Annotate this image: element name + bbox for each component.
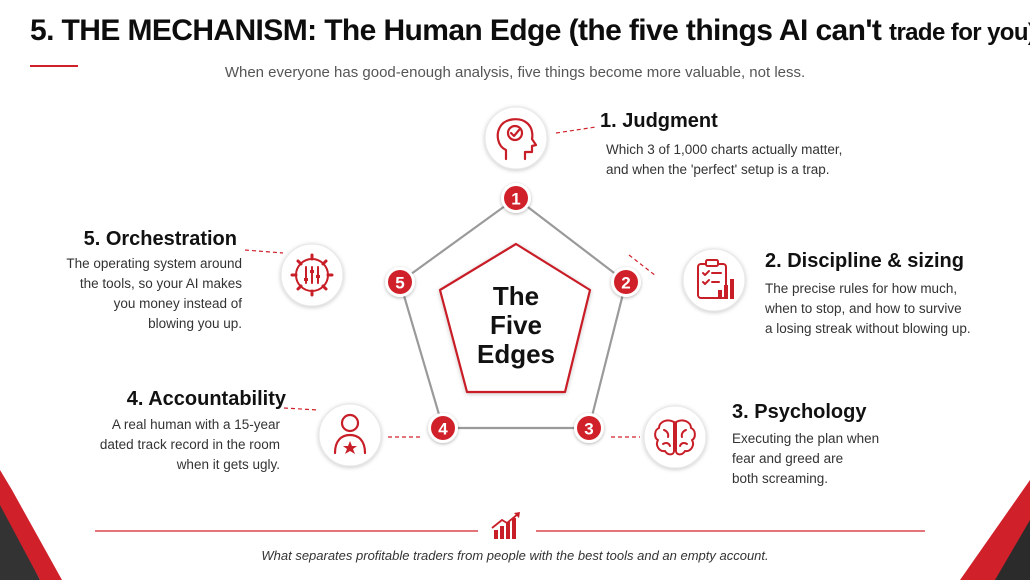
person-star-icon: [333, 413, 367, 455]
title-underline: [30, 65, 78, 67]
edge-4-icon-circle: [318, 403, 382, 467]
growth-chart-icon: [491, 512, 520, 539]
center-line-2: Five: [489, 310, 543, 340]
center-label: The Five Edges: [456, 282, 576, 369]
center-line-1: The: [492, 281, 540, 311]
edge-1-desc-line: Which 3 of 1,000 charts actually matter,: [606, 142, 843, 157]
edge-2-desc-line: The precise rules for how much,: [765, 281, 958, 296]
corner-decoration-right: [960, 480, 1030, 580]
edge-1-title: 1. Judgment: [600, 110, 718, 132]
edge-3-desc-line: Executing the plan when: [732, 431, 880, 446]
edge-2-desc-line: when to stop, and how to survive: [765, 301, 962, 316]
slider-knobs-icon: [304, 270, 320, 281]
footer-tagline: What separates profitable traders from p…: [261, 548, 769, 563]
badge-2: 2: [611, 267, 641, 297]
corner-decoration-left: [0, 470, 62, 580]
edge-2-description: The precise rules for how much, when to …: [765, 279, 971, 339]
brain-icon: [654, 419, 696, 456]
clipboard-chart-icon: [697, 259, 727, 299]
badge-1: 1: [501, 183, 531, 213]
inner-pentagon: [438, 242, 592, 394]
badge-4-number: 4: [438, 420, 448, 439]
badge-5-number: 5: [395, 274, 404, 293]
edge-2-title: 2. Discipline & sizing: [765, 250, 964, 272]
edge-4-desc-line: A real human with a 15-year: [111, 417, 280, 432]
edge-3-desc-line: fear and greed are: [732, 451, 844, 466]
edge-5-description: The operating system around the tools, s…: [20, 254, 242, 334]
edge-2-desc-line: a losing streak without blowing up.: [765, 321, 971, 336]
badge-3-number: 3: [584, 420, 593, 439]
edge-1-desc-line: and when the 'perfect' setup is a trap.: [606, 162, 830, 177]
badge-4: 4: [428, 413, 458, 443]
badge-3: 3: [574, 413, 604, 443]
center-line-3: Edges: [476, 339, 556, 369]
edge-3-title: 3. Psychology: [732, 401, 867, 423]
star-icon: [343, 441, 357, 454]
page-title-tail: trade for you): [889, 19, 1030, 46]
badge-1-number: 1: [511, 190, 520, 209]
edge-5-title: 5. Orchestration: [83, 228, 237, 250]
outer-pentagon: [398, 196, 628, 430]
edge-2-icon-circle: [682, 248, 746, 312]
edge-5-desc-line: you money instead of: [113, 296, 242, 311]
page-subtitle: When everyone has good-enough analysis, …: [224, 64, 806, 81]
edge-4-title: 4. Accountability: [126, 388, 286, 410]
page-title-main: 5. THE MECHANISM: The Human Edge (the fi…: [30, 14, 882, 47]
bar-chart-mini-icon: [718, 279, 734, 299]
head-with-check-icon: [496, 118, 538, 161]
gear-sliders-icon: [290, 253, 334, 297]
connectors: [244, 126, 657, 438]
edge-5-desc-line: blowing you up.: [148, 316, 242, 331]
edge-3-desc-line: both screaming.: [732, 471, 829, 486]
edge-4-desc-line: when it gets ugly.: [176, 457, 280, 472]
edge-4-desc-line: dated track record in the room: [99, 437, 280, 452]
page-title: 5. THE MECHANISM: The Human Edge (the fi…: [30, 14, 1030, 48]
badge-5: 5: [385, 267, 415, 297]
edge-5-desc-line: The operating system around: [66, 256, 242, 271]
edge-3-icon-circle: [643, 405, 707, 469]
edge-1-icon-circle: [484, 106, 548, 170]
edge-3-description: Executing the plan when fear and greed a…: [732, 429, 879, 489]
badge-2-number: 2: [621, 274, 630, 293]
edge-5-icon-circle: [280, 243, 344, 307]
edge-1-description: Which 3 of 1,000 charts actually matter,…: [606, 140, 842, 180]
edge-5-desc-line: the tools, so your AI makes: [79, 276, 242, 291]
edge-4-description: A real human with a 15-year dated track …: [40, 415, 280, 475]
